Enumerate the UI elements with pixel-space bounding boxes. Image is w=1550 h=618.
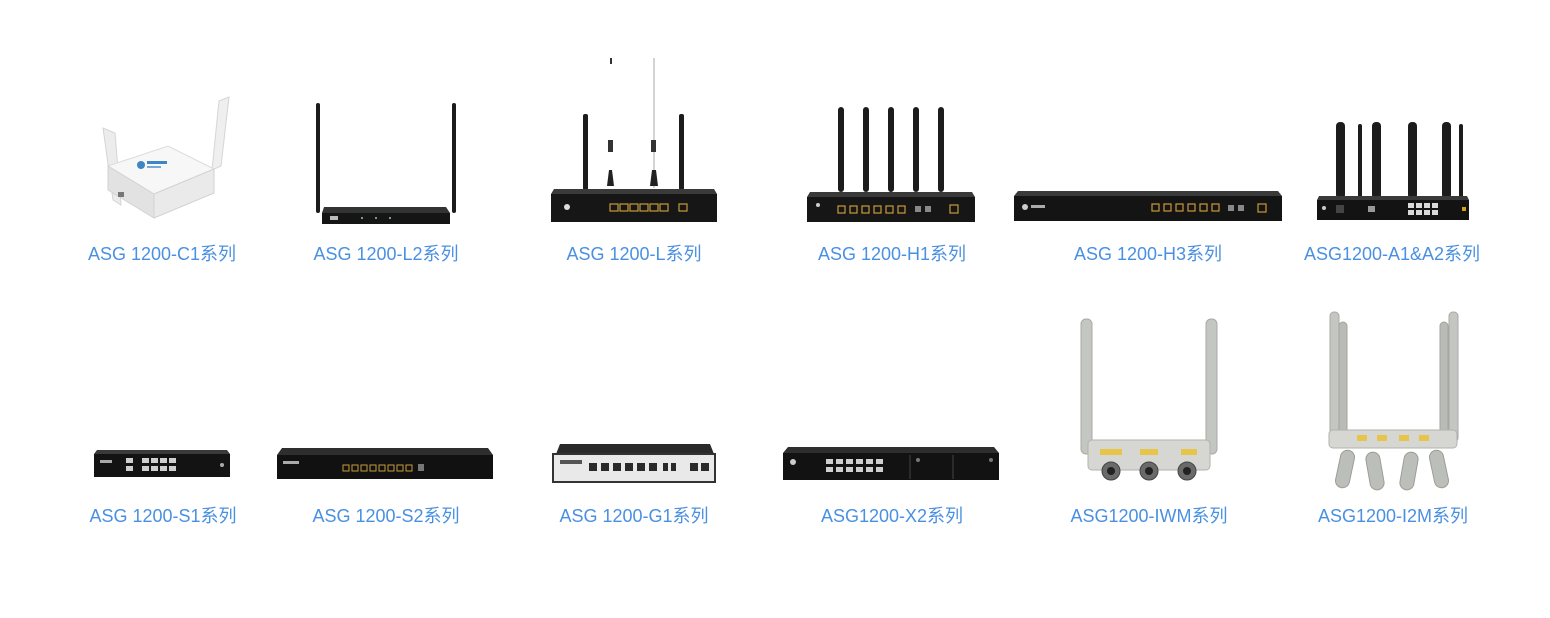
rackmount-gateway-image — [1014, 191, 1282, 221]
multi-antenna-gateway-image — [551, 58, 717, 222]
product-label-x2[interactable]: ASG1200-X2系列 — [820, 506, 964, 526]
six-antenna-gateway-image — [1317, 122, 1469, 220]
silver-panel-gateway-image — [552, 444, 716, 483]
product-label-a1a2[interactable]: ASG1200-A1&A2系列 — [1303, 244, 1481, 264]
product-label-iwm[interactable]: ASG1200-IWM系列 — [1070, 506, 1228, 526]
outdoor-gateway-iwm-image — [1080, 318, 1218, 481]
rackmount-gateway-x2-image — [783, 447, 999, 480]
product-label-g1[interactable]: ASG 1200-G1系列 — [559, 506, 709, 526]
product-label-s2[interactable]: ASG 1200-S2系列 — [312, 506, 460, 526]
product-label-s1[interactable]: ASG 1200-S1系列 — [89, 506, 237, 526]
dual-antenna-router-image — [316, 103, 456, 224]
outdoor-gateway-i2m-image — [1328, 311, 1459, 491]
product-label-h3[interactable]: ASG 1200-H3系列 — [1073, 244, 1223, 264]
compact-switch-gateway-image — [94, 450, 230, 477]
rackmount-gateway-s2-image — [277, 448, 493, 479]
five-antenna-gateway-image — [807, 107, 975, 222]
product-label-i2m[interactable]: ASG1200-I2M系列 — [1317, 506, 1469, 526]
white-wifi-router-image — [102, 96, 230, 219]
product-label-l2[interactable]: ASG 1200-L2系列 — [313, 244, 459, 264]
product-label-l[interactable]: ASG 1200-L系列 — [566, 244, 702, 264]
product-label-h1[interactable]: ASG 1200-H1系列 — [817, 244, 967, 264]
product-label-c1[interactable]: ASG 1200-C1系列 — [87, 244, 237, 264]
